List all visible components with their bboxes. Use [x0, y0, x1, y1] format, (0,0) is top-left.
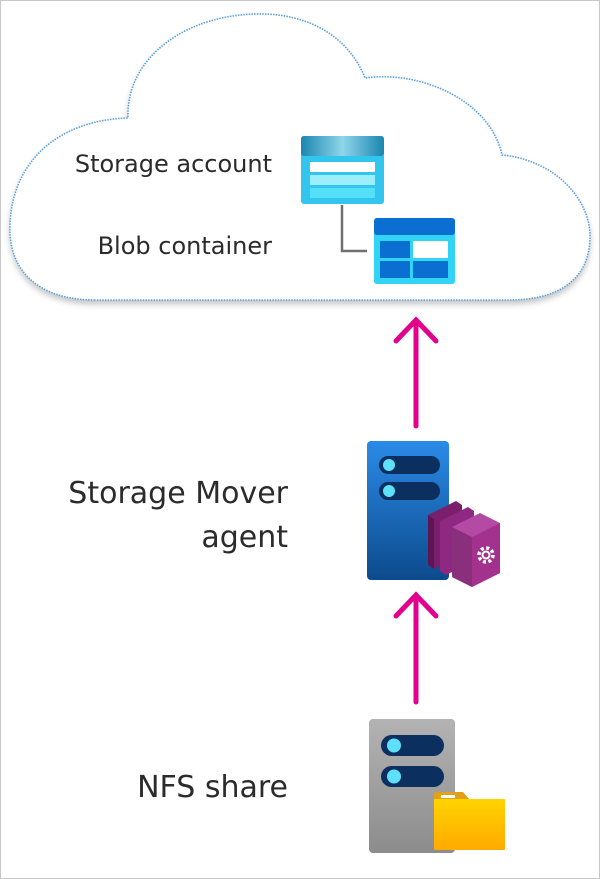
gear-icon — [477, 546, 495, 564]
storage-account-icon — [301, 136, 384, 204]
upload-arrow-to-cloud — [393, 316, 439, 429]
folder-icon — [434, 792, 505, 850]
storage-account-label: Storage account — [74, 150, 272, 178]
agent-label-line1: Storage Mover — [68, 476, 288, 511]
gear-block-icon — [428, 501, 500, 587]
nfs-share-label: NFS share — [137, 770, 288, 805]
server-with-gear-icon — [367, 441, 500, 587]
agent-label-line2: agent — [201, 520, 288, 555]
blob-container-icon — [374, 218, 455, 284]
server-with-folder-icon — [369, 719, 505, 853]
blob-container-label: Blob container — [97, 232, 272, 260]
storage-mover-agent-label: Storage Mover agent — [68, 472, 288, 560]
upload-arrow-to-agent — [393, 591, 439, 705]
hierarchy-connector — [340, 205, 367, 253]
